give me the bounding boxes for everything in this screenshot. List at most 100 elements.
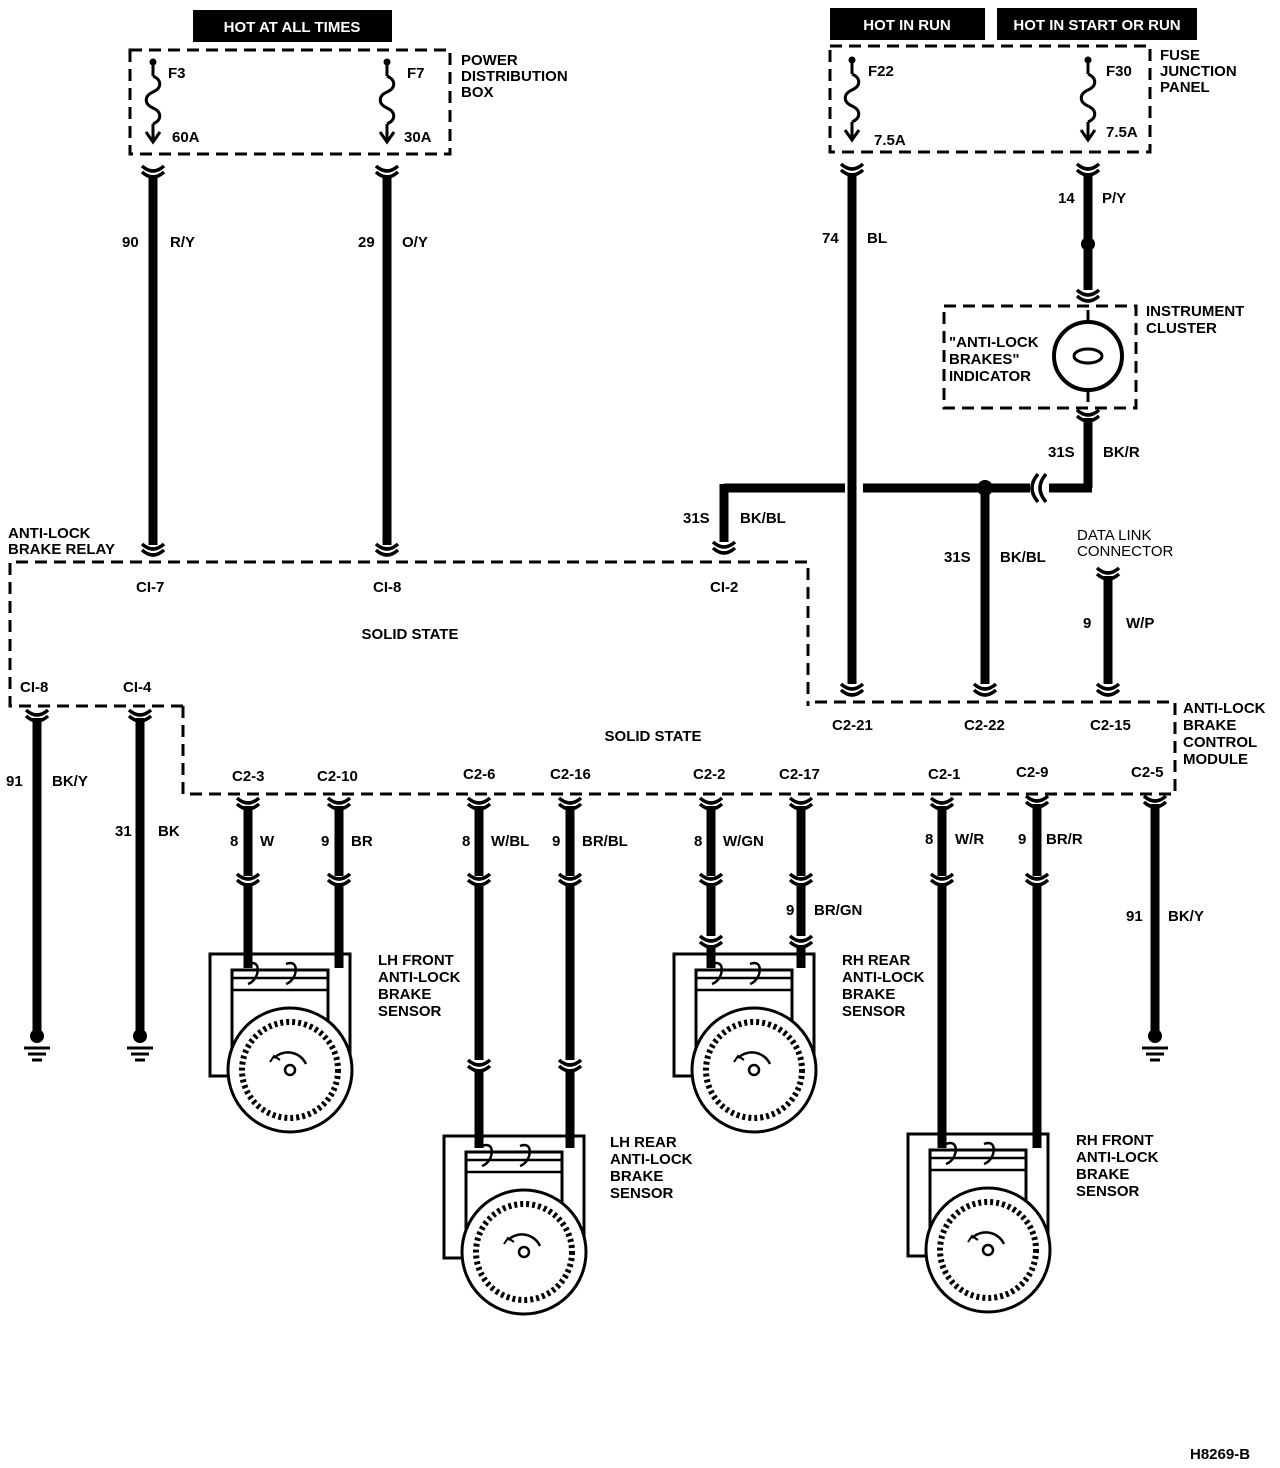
fuse-f22-rating: 7.5A [874,132,906,149]
wire-pair-rh-rear: 8 W/GN 9 BR/GN [694,796,862,968]
header-hot-in-run: HOT IN RUN [830,8,985,40]
wire-74-number: 74 [822,230,839,247]
wire-29-color: O/Y [402,234,428,251]
wire-31-color: BK [158,823,180,840]
wire-31s-bkbl-b-color: BK/BL [1000,549,1046,566]
wire-31s-bkbl-b-number: 31S [944,549,971,566]
wire-8-wbl-number: 8 [462,833,470,850]
data-link-connector: DATA LINK CONNECTOR 9 W/P [1077,527,1174,697]
wire-91-left-number: 91 [6,773,23,790]
fuse-f22-name: F22 [868,63,894,80]
cluster-label-line1: INSTRUMENT [1146,303,1244,320]
header-hot-at-all-times: HOT AT ALL TIMES [193,10,392,42]
anti-lock-brake-relay: ANTI-LOCK BRAKE RELAY CI-7 CI-8 CI-2 SOL… [8,525,810,708]
power-distribution-box: F3 60A F7 30A POWER DISTRIBUTION BOX [128,48,568,156]
wire-91-left-color: BK/Y [52,773,88,790]
pin-ci-8-top: CI-8 [373,579,401,596]
pin-c2-22: C2-22 [964,717,1005,734]
figure-id: H8269-B [1190,1446,1250,1463]
lh-rear-label-line4: SENSOR [610,1185,674,1202]
wire-29-oy: 29 O/Y [358,164,428,557]
fuse-f7-rating: 30A [404,129,432,146]
rh-front-label-line3: BRAKE [1076,1166,1129,1183]
wire-9-wp-color: W/P [1126,615,1154,632]
pin-c2-15: C2-15 [1090,717,1131,734]
rh-rear-label-line1: RH REAR [842,952,911,969]
indicator-label-line3: INDICATOR [949,368,1031,385]
pin-c2-3: C2-3 [232,768,265,785]
lh-front-label-line2: ANTI-LOCK [378,969,461,986]
wire-90-number: 90 [122,234,139,251]
wire-29-number: 29 [358,234,375,251]
wire-31s-bkbl-a-color: BK/BL [740,510,786,527]
wire-91-bky-right: 91 BK/Y [1126,794,1204,1062]
pdb-label-line3: BOX [461,84,494,101]
rh-rear-label-line3: BRAKE [842,986,895,1003]
wire-31s-bkbl-a-number: 31S [683,510,710,527]
wire-9-brr-number: 9 [1018,831,1026,848]
pin-ci-2: CI-2 [710,579,738,596]
wheel-sensor-icon [444,1136,586,1314]
wire-9-brbl-number: 9 [552,833,560,850]
header-hot-in-run-label: HOT IN RUN [863,17,951,34]
lh-front-sensor: LH FRONT ANTI-LOCK BRAKE SENSOR [210,952,461,1132]
wire-8-wbl-color: W/BL [491,833,529,850]
relay-solid-state: SOLID STATE [362,626,459,643]
lh-front-label-line4: SENSOR [378,1003,442,1020]
wheel-sensor-icon [674,954,816,1132]
rh-front-label-line1: RH FRONT [1076,1132,1154,1149]
header-hot-at-all-times-label: HOT AT ALL TIMES [224,19,361,36]
rh-rear-label-line2: ANTI-LOCK [842,969,925,986]
wire-pair-lh-rear: 8 W/BL 9 BR/BL [462,796,628,1148]
wire-14-number: 14 [1058,190,1075,207]
wire-31s-bkr-number: 31S [1048,444,1075,461]
module-label-line4: MODULE [1183,751,1248,768]
wire-74-color: BL [867,230,887,247]
anti-lock-brake-control-module: SOLID STATE ANTI-LOCK BRAKE CONTROL MODU… [181,700,1266,796]
fuse-f30-name: F30 [1106,63,1132,80]
fjp-label-line3: PANEL [1160,79,1210,96]
lh-front-label-line1: LH FRONT [378,952,454,969]
pin-c2-2: C2-2 [693,766,726,783]
wire-31s-bkr-color: BK/R [1103,444,1140,461]
wire-14-color: P/Y [1102,190,1126,207]
wire-31-number: 31 [115,823,132,840]
relay-label-line2: BRAKE RELAY [8,541,115,558]
wire-91-right-number: 91 [1126,908,1143,925]
lh-rear-label-line3: BRAKE [610,1168,663,1185]
fuse-f30-rating: 7.5A [1106,124,1138,141]
ground-icon [22,1027,52,1062]
indicator-label-line2: BRAKES" [949,351,1019,368]
wire-31s-bkr: 31S BK/R [1030,408,1140,504]
cluster-label-line2: CLUSTER [1146,320,1217,337]
wire-74-bl: 74 BL [822,162,887,697]
pin-ci-4: CI-4 [123,679,152,696]
wire-pair-lh-front: 8 W 9 BR [230,796,373,968]
fuse-f22-icon [843,55,861,142]
wire-8-wgn-color: W/GN [723,833,764,850]
pin-c2-21: C2-21 [832,717,873,734]
ground-icon [1140,1027,1170,1062]
pin-ci-8-bottom: CI-8 [20,679,48,696]
relay-label-line1: ANTI-LOCK [8,525,91,542]
pin-c2-5: C2-5 [1131,764,1164,781]
module-label-line2: BRAKE [1183,717,1236,734]
lh-front-label-line3: BRAKE [378,986,431,1003]
wire-31-bk: 31 BK [115,708,180,1062]
fuse-f3-name: F3 [168,65,186,82]
fjp-label-line1: FUSE [1160,47,1200,64]
fuse-f3-icon [144,57,162,144]
rh-front-label-line2: ANTI-LOCK [1076,1149,1159,1166]
wire-91-right-color: BK/Y [1168,908,1204,925]
pin-c2-6: C2-6 [463,766,496,783]
module-solid-state: SOLID STATE [605,728,702,745]
wire-9-br-color: BR [351,833,373,850]
rh-rear-sensor: RH REAR ANTI-LOCK BRAKE SENSOR [674,952,925,1132]
wire-8-wgn-number: 8 [694,833,702,850]
fuse-f3-rating: 60A [172,129,200,146]
lh-rear-sensor: LH REAR ANTI-LOCK BRAKE SENSOR [444,1134,693,1314]
wheel-sensor-icon [210,954,352,1132]
header-hot-in-start-or-run: HOT IN START OR RUN [997,8,1197,40]
pin-c2-1: C2-1 [928,766,961,783]
